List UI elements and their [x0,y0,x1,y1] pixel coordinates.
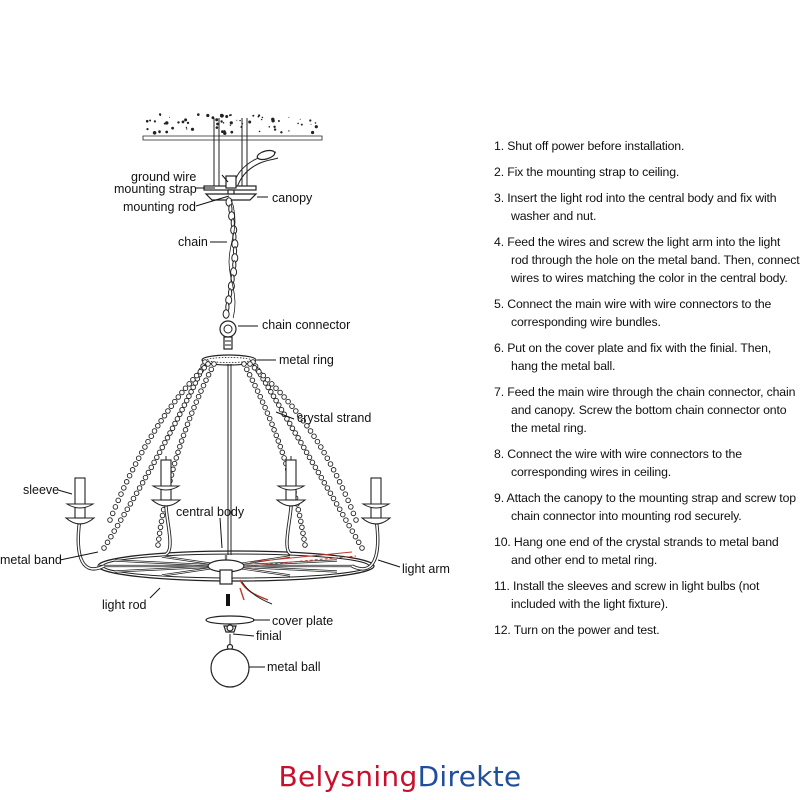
label-light-arm: light arm [402,562,450,576]
label-mounting-strap: mounting strap [114,182,197,196]
step-item: 12. Turn on the power and test. [494,623,660,637]
bottom-parts [205,615,255,688]
mounting-assembly [203,118,279,201]
label-metal-ball: metal ball [267,660,321,674]
step-item: 7. Feed the main wire through the chain … [494,385,796,435]
chain-connector-part [219,320,237,350]
step-item: 10. Hang one end of the crystal strands … [494,535,779,567]
step-item: 1. Shut off power before installation. [494,139,685,153]
label-ground-wire: ground wire [131,170,196,184]
ceiling-texture-icon [142,113,323,141]
label-mounting-rod: mounting rod [123,200,196,214]
step-item: 5. Connect the main wire with wire conne… [494,297,772,329]
brand-logo: BelysningDirekte [0,760,800,793]
crystal-strands [101,359,365,551]
label-finial: finial [256,629,282,643]
label-chain: chain [178,235,208,249]
label-crystal-strand: crystal strand [297,411,371,425]
brand-part-2: Direkte [417,760,522,793]
step-item: 8. Connect the wire with wire connectors… [494,447,742,479]
step-item: 4. Feed the wires and screw the light ar… [494,235,800,285]
label-central-body: central body [176,505,245,519]
label-cover-plate: cover plate [272,614,333,628]
chandelier-body [64,456,392,606]
chain-illustration [222,197,239,319]
step-item: 6. Put on the cover plate and fix with t… [494,341,772,373]
label-metal-band: metal band [0,553,62,567]
step-item: 2. Fix the mounting strap to ceiling. [494,165,680,179]
step-item: 3. Insert the light rod into the central… [494,191,777,223]
label-chain-connector: chain connector [262,318,350,332]
label-metal-ring: metal ring [279,353,334,367]
step-item: 11. Install the sleeves and screw in lig… [494,579,760,611]
brand-part-1: Belysning [278,760,418,793]
label-light-rod: light rod [102,598,147,612]
step-item: 9. Attach the canopy to the mounting str… [494,491,796,523]
instruction-steps: 1. Shut off power before installation. 2… [494,137,800,647]
label-canopy: canopy [272,191,313,205]
metal-ring-part [201,354,257,555]
label-sleeve: sleeve [23,483,59,497]
